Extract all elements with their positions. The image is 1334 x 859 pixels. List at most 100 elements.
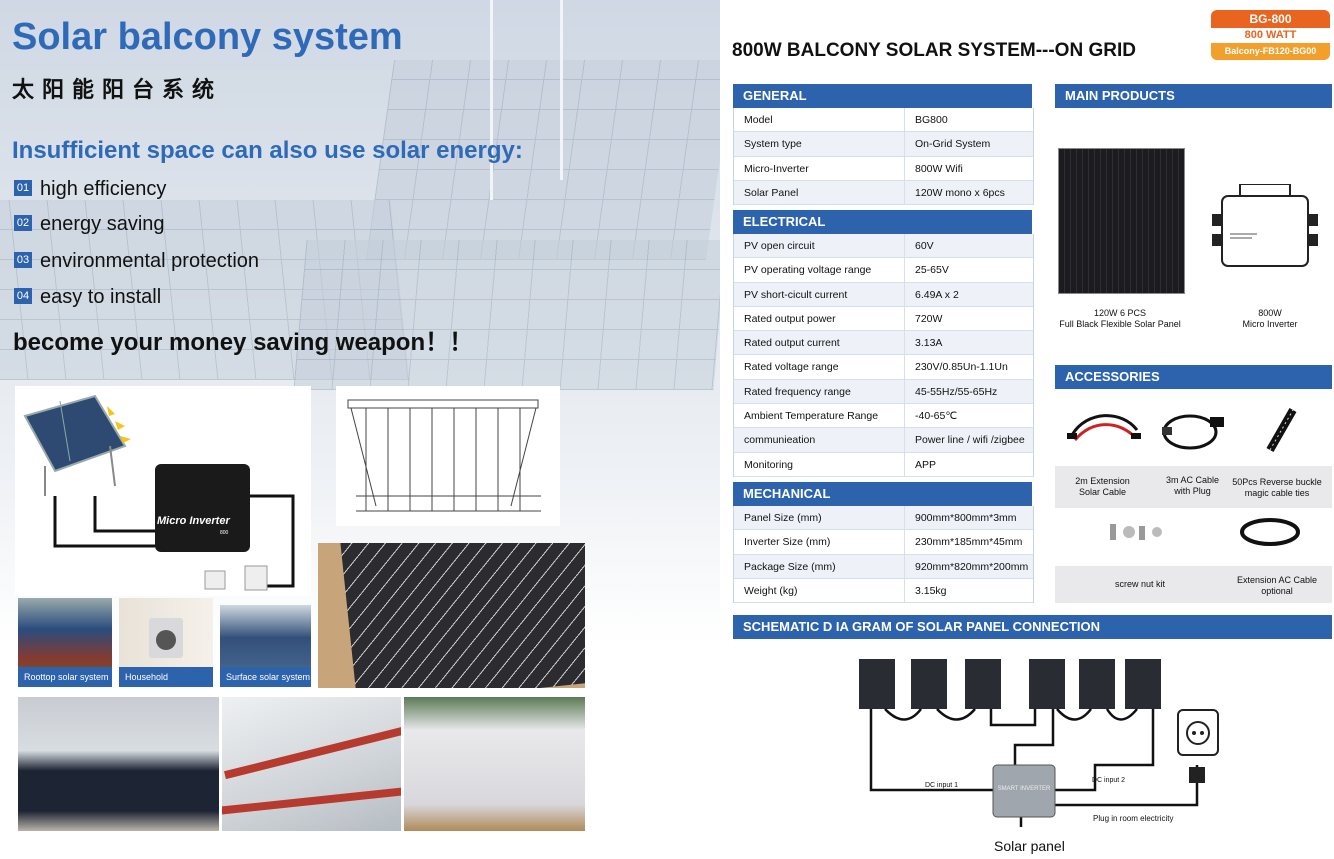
schematic-panel: [911, 659, 947, 709]
smart-inverter: [992, 764, 1056, 818]
schematic-panel: [965, 659, 1001, 709]
accessory-label-line: magic cable ties: [1244, 488, 1310, 498]
spec-value: 6.49A x 2: [915, 288, 959, 301]
product-label-line: Micro Inverter: [1242, 319, 1298, 329]
general-heading: GENERAL: [733, 84, 1032, 108]
feature-number: 03: [14, 251, 32, 268]
spec-key: Inverter Size (mm): [734, 530, 905, 554]
model-badge: BG-800 800 WATT Balcony-FB120-BG00: [1211, 10, 1330, 60]
spec-key: Rated voltage range: [734, 355, 905, 379]
product-label-line: Full Black Flexible Solar Panel: [1059, 319, 1181, 329]
inverter-illustration: [1212, 183, 1318, 267]
feature-label: high efficiency: [40, 178, 167, 200]
feature-item: 03 environmental protection: [14, 250, 259, 273]
screw-nut-kit-icon: [1105, 518, 1175, 548]
plug-icon: [1189, 767, 1205, 783]
table-row: PV short-cicult current 6.49A x 2: [734, 282, 1033, 307]
spec-key: Ambient Temperature Range: [734, 404, 905, 428]
cable-ties-icon: [1258, 405, 1308, 455]
spec-value: 800W Wifi: [915, 162, 963, 175]
table-row: Solar Panel 120W mono x 6pcs: [734, 180, 1033, 206]
spec-value: 45-55Hz/55-65Hz: [915, 385, 998, 398]
bg-wind-turbine: [490, 0, 493, 200]
flexible-panel-closeup-image: [318, 543, 585, 688]
inverter-label: Micro Inverter: [157, 515, 230, 527]
photo-caption: Household appliances: [119, 667, 213, 687]
spec-key: Weight (kg): [734, 578, 905, 603]
table-row: Package Size (mm)920mm*820mm*200mm: [734, 554, 1033, 579]
accessory-label-line: optional: [1261, 586, 1293, 596]
accessories-heading: ACCESSORIES: [1055, 365, 1332, 389]
schematic-panel: [1029, 659, 1065, 709]
accessory-label-line: 3m AC Cable: [1165, 475, 1220, 485]
extension-ac-cable-icon: [1235, 512, 1305, 552]
photo-caption: Surface solar system: [220, 667, 311, 687]
spec-value: 900mm*800mm*3mm: [915, 512, 1017, 524]
spec-key: Solar Panel: [734, 180, 905, 205]
schematic-heading: SCHEMATIC D IA GRAM OF SOLAR PANEL CONNE…: [733, 615, 1332, 639]
product-label-line: 120W 6 PCS: [1093, 308, 1147, 318]
rooftop-photo: Roottop solar system: [18, 598, 112, 687]
accessories-caption-strip: [1055, 466, 1332, 508]
schematic-panel: [1125, 659, 1161, 709]
mounting-bracket-photo: [222, 697, 401, 831]
spec-value: -40-65℃: [915, 410, 958, 423]
schematic-panel: [859, 659, 895, 709]
feature-number: 01: [14, 179, 32, 196]
feature-label: energy saving: [40, 213, 165, 235]
spec-key: Rated output power: [734, 306, 905, 331]
feature-item: 02 energy saving: [14, 213, 165, 236]
spec-key: Micro-Inverter: [734, 156, 905, 180]
schematic-caption: Solar panel: [994, 838, 1065, 854]
feature-item: 01 high efficiency: [14, 178, 166, 201]
ac-cable-icon: [1158, 405, 1233, 455]
inverter-model: 800: [220, 530, 229, 536]
schematic-diagram: SMART INVERTER DC input 1 DC input 2 Plu…: [845, 655, 1225, 835]
table-row: Ambient Temperature Range -40-65℃: [734, 404, 1033, 429]
spec-value: 3.15kg: [915, 584, 947, 597]
accessory-label-line: 2m Extension: [1075, 476, 1130, 486]
slogan: become your money saving weapon！！: [13, 329, 474, 356]
badge-model: BG-800: [1211, 10, 1330, 28]
railing-illustration: [347, 399, 541, 512]
bg-solar-panel: [293, 240, 720, 390]
table-row: Model BG800: [734, 108, 1033, 133]
feature-number: 02: [14, 214, 32, 231]
spec-value: 3.13A: [915, 337, 943, 350]
product-label-line: 800W: [1258, 308, 1282, 318]
accessories-caption-strip: [1055, 566, 1332, 603]
dc-input-2-label: DC input 2: [1092, 777, 1125, 784]
micro-inverter-image: [1212, 183, 1318, 270]
feature-label: environmental protection: [40, 250, 260, 272]
spec-value: 25-65V: [915, 264, 949, 277]
spec-value: 230mm*185mm*45mm: [915, 536, 1023, 549]
mechanical-heading: MECHANICAL: [733, 482, 1032, 506]
chinese-title: 太阳能阳台系统: [12, 78, 223, 103]
spec-value: On-Grid System: [915, 138, 991, 151]
table-row: System type On-Grid System: [734, 132, 1033, 157]
spec-key: PV operating voltage range: [734, 258, 905, 282]
spec-value: 120W mono x 6pcs: [915, 186, 1005, 199]
table-row: Inverter Size (mm) 230mm*185mm*45mm: [734, 530, 1033, 555]
spec-key: System type: [734, 132, 905, 156]
spec-value: BG800: [915, 114, 948, 126]
spec-sheet-title: 800W BALCONY SOLAR SYSTEM---ON GRID: [732, 40, 1136, 61]
subtitle: Insufficient space can also use solar en…: [12, 137, 523, 164]
table-row: PV operating voltage range 25-65V: [734, 258, 1033, 283]
spec-key: PV short-cicult current: [734, 282, 905, 306]
red-bracket: [224, 722, 401, 780]
spec-key: communieation: [734, 428, 905, 452]
packaging-photo: [404, 697, 585, 831]
accessory-label-line: 50Pcs Reverse buckle: [1232, 477, 1322, 487]
solar-kit-illustration: Micro Inverter 800: [23, 394, 295, 591]
table-row: Panel Size (mm)900mm*800mm*3mm: [734, 506, 1033, 531]
spec-key: Model: [734, 108, 905, 132]
